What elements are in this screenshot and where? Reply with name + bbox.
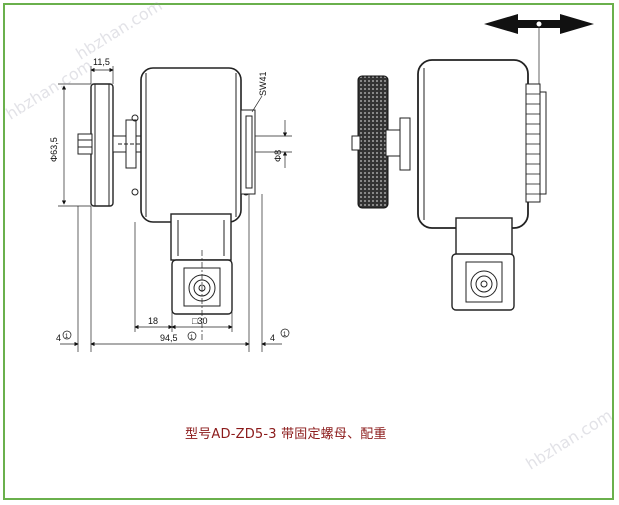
dim-total: 94,5 [160, 333, 178, 343]
dim-square: □30 [192, 316, 207, 326]
encoder-body-right [417, 59, 529, 229]
left-dimensioned-view [58, 66, 292, 352]
circled-markers [62, 328, 290, 341]
dim-top-width: 11,5 [93, 57, 110, 67]
figure-caption: 型号AD-ZD5-3 带固定螺母、配重 [185, 427, 387, 442]
dim-wrench: SW41 [258, 71, 268, 96]
circled-1-a: 1 [65, 334, 69, 340]
circled-1-c: 1 [283, 332, 287, 338]
connector-housing [170, 213, 232, 261]
dim-18: 18 [148, 316, 158, 326]
dim-shaft: Φ8 [273, 150, 283, 162]
encoder-body [140, 67, 242, 223]
right-perspective-view [351, 14, 594, 311]
dim-right-4: 4 [270, 333, 275, 343]
dim-diameter: Φ63,5 [49, 137, 59, 162]
connector-housing-right [455, 217, 513, 257]
counterweight-disk [90, 83, 114, 207]
counterweight-disk-hatched [357, 75, 389, 209]
dim-left-4: 4 [56, 333, 61, 343]
circled-1-b: 1 [190, 335, 194, 341]
